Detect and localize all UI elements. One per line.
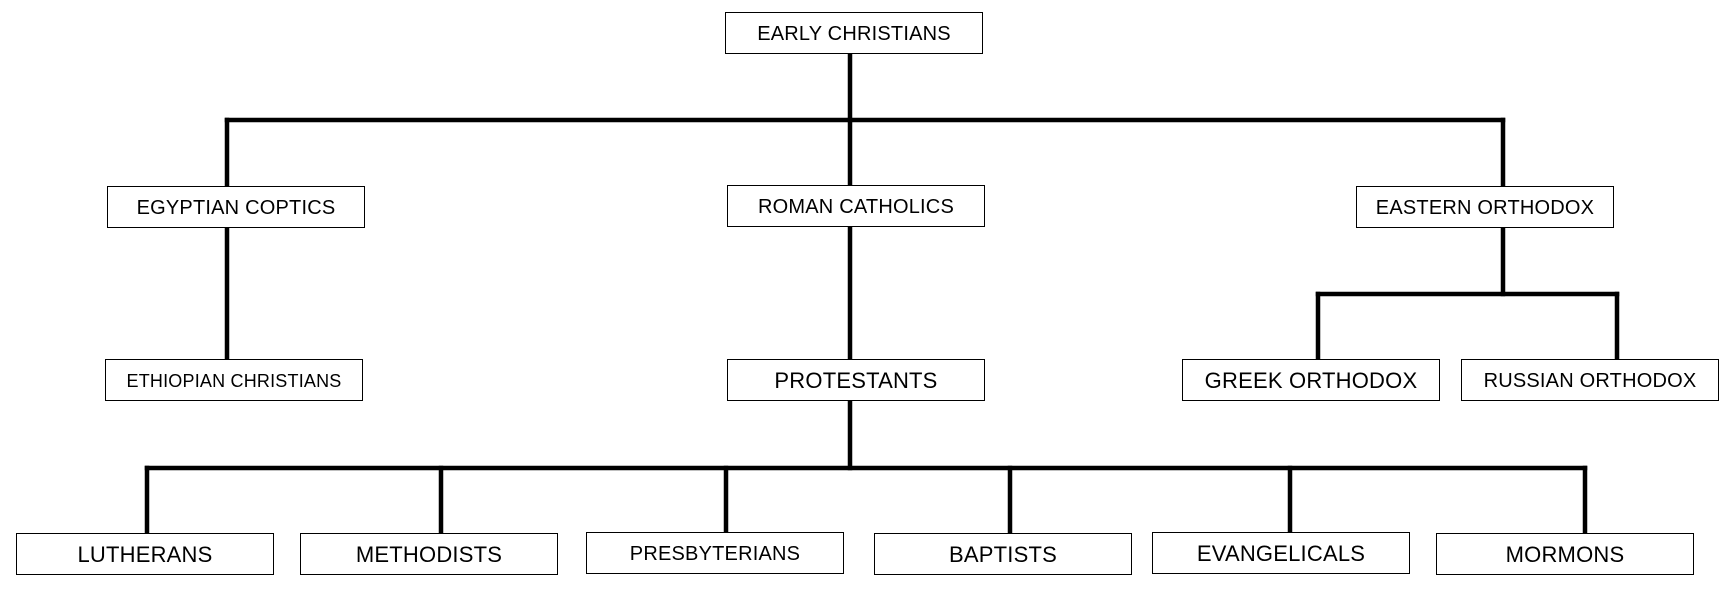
node-early-christians: EARLY CHRISTIANS <box>725 12 983 54</box>
node-baptists: BAPTISTS <box>874 533 1132 575</box>
node-lutherans: LUTHERANS <box>16 533 274 575</box>
node-greek-orthodox: GREEK ORTHODOX <box>1182 359 1440 401</box>
node-russian-orthodox: RUSSIAN ORTHODOX <box>1461 359 1719 401</box>
node-eastern-orthodox: EASTERN ORTHODOX <box>1356 186 1614 228</box>
node-ethiopian-christians: ETHIOPIAN CHRISTIANS <box>105 359 363 401</box>
node-label: EGYPTIAN COPTICS <box>136 196 336 219</box>
node-mormons: MORMONS <box>1436 533 1694 575</box>
node-label: METHODISTS <box>355 542 503 567</box>
node-label: EARLY CHRISTIANS <box>757 22 951 45</box>
node-label: GREEK ORTHODOX <box>1204 368 1418 393</box>
node-roman-catholics: ROMAN CATHOLICS <box>727 185 985 227</box>
node-label: PROTESTANTS <box>774 368 938 393</box>
node-label: LUTHERANS <box>77 542 213 567</box>
node-label: EASTERN ORTHODOX <box>1375 196 1595 219</box>
node-label: EVANGELICALS <box>1196 541 1366 566</box>
node-evangelicals: EVANGELICALS <box>1152 532 1410 574</box>
node-protestants: PROTESTANTS <box>727 359 985 401</box>
node-label: RUSSIAN ORTHODOX <box>1483 369 1697 392</box>
node-methodists: METHODISTS <box>300 533 558 575</box>
node-label: MORMONS <box>1505 542 1625 567</box>
node-egyptian-coptics: EGYPTIAN COPTICS <box>107 186 365 228</box>
node-label: PRESBYTERIANS <box>629 542 801 565</box>
node-label: ETHIOPIAN CHRISTIANS <box>126 370 342 391</box>
node-presbyterians: PRESBYTERIANS <box>586 532 844 574</box>
node-label: ROMAN CATHOLICS <box>758 195 954 218</box>
node-label: BAPTISTS <box>949 542 1057 567</box>
